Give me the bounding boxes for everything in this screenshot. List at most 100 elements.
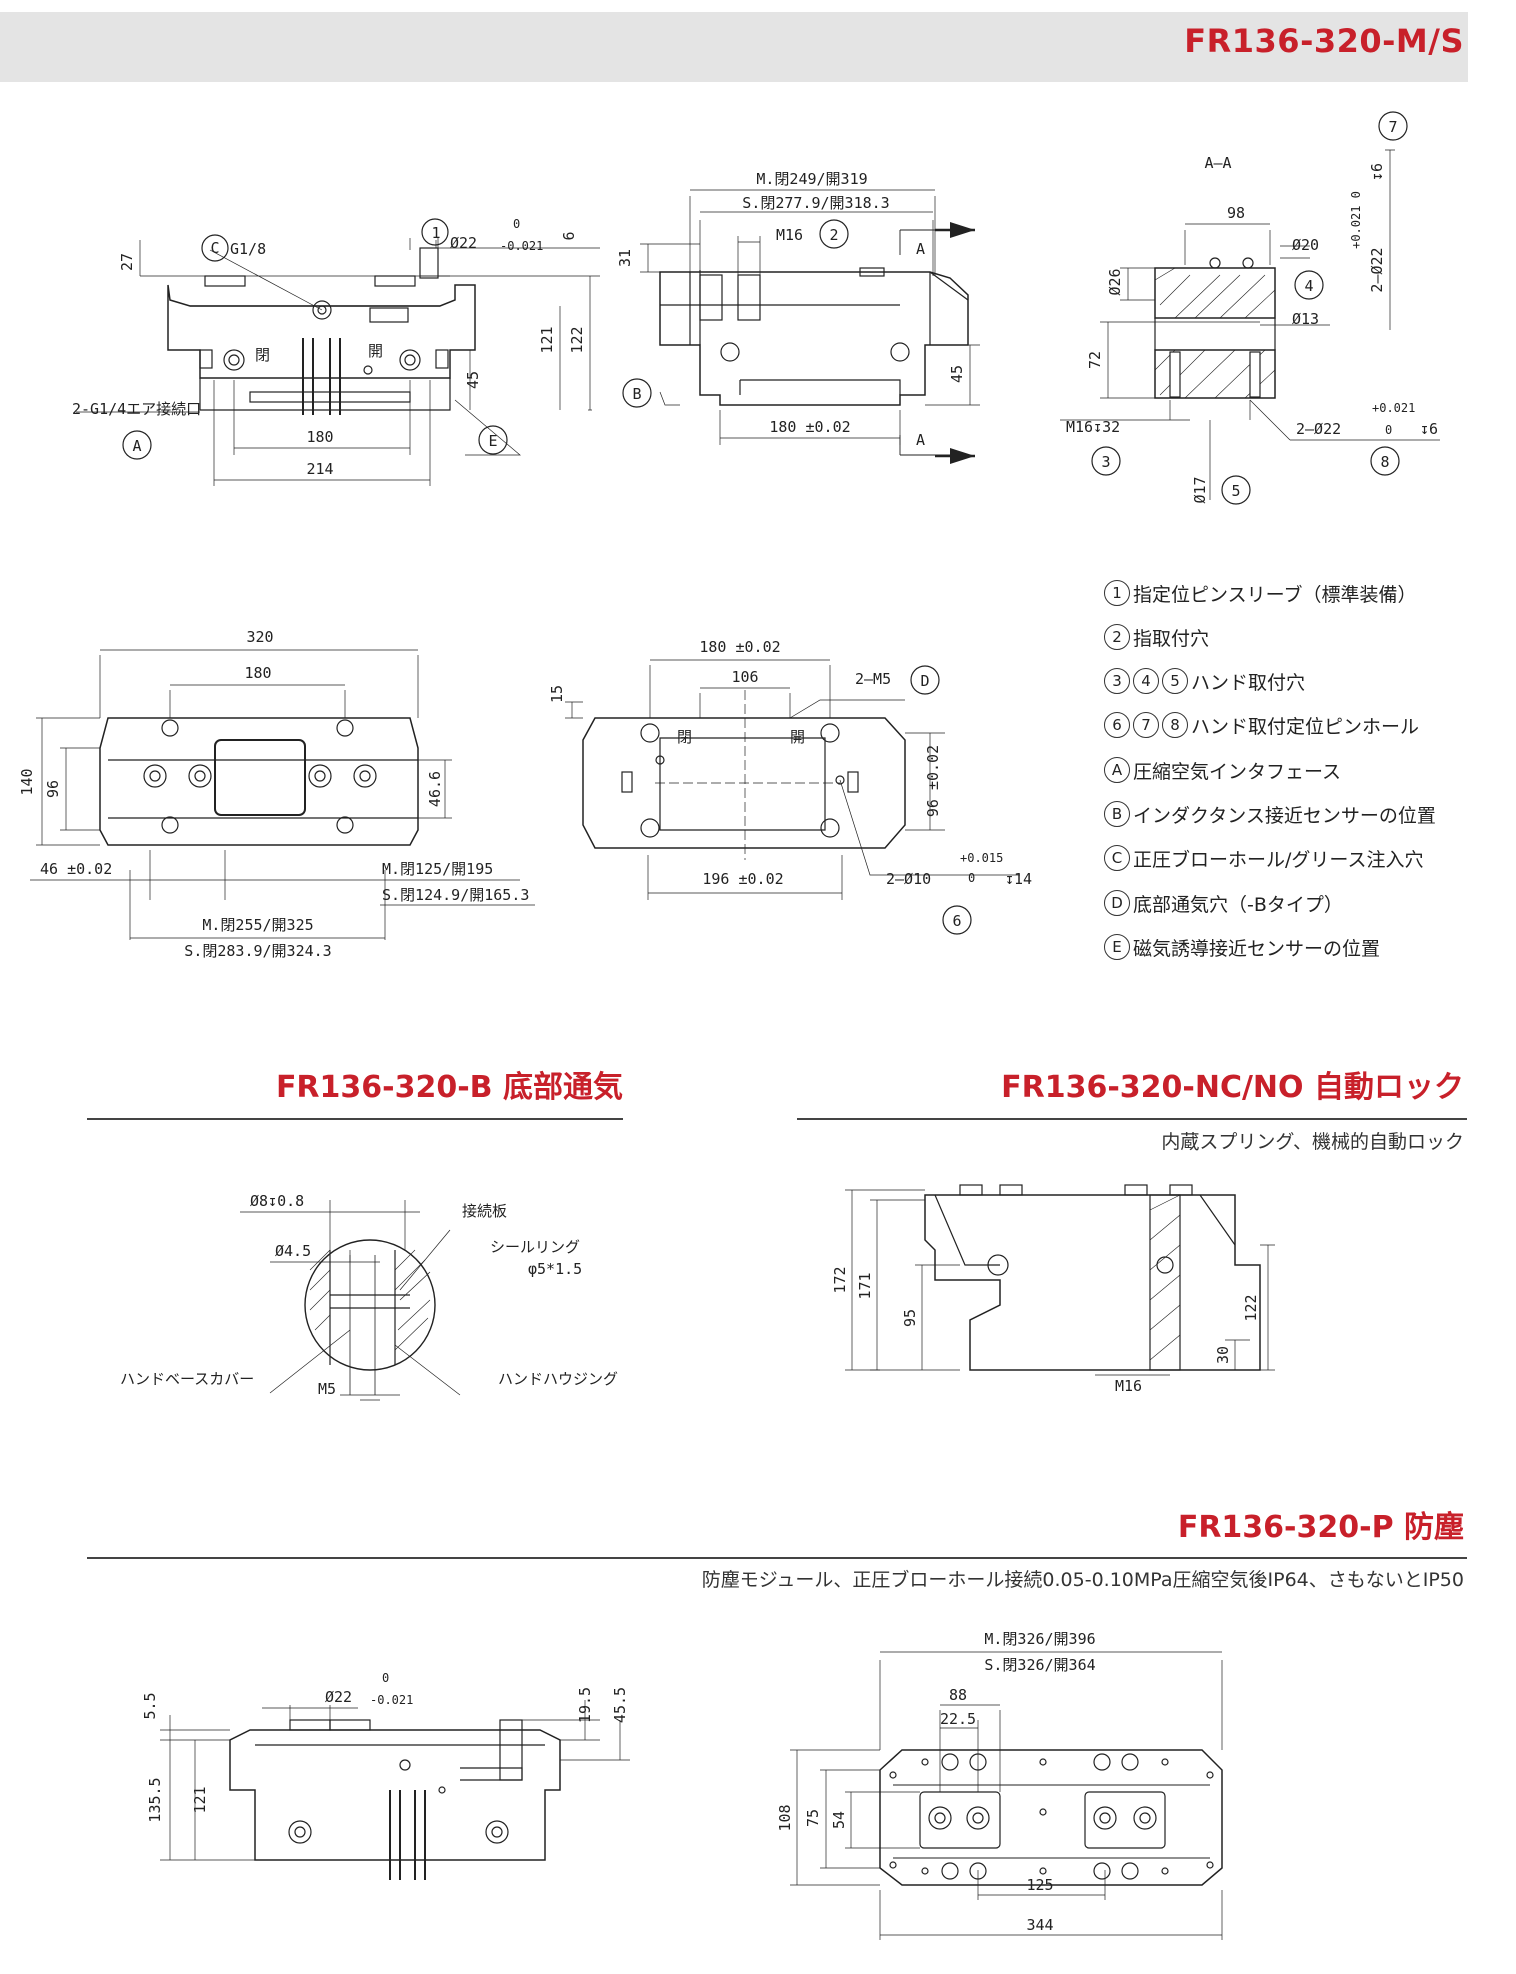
legend-item-4: 6 7 8 ハンド取付定位ピンホール [1104,710,1419,740]
legend-item-1: 1 指定位ピンスリーブ（標準装備） [1104,578,1416,608]
legend-item-9: E 磁気誘導接近センサーの位置 [1104,932,1380,962]
nc-no-view [845,1184,1275,1376]
aa-d20: Ø20 [1292,236,1319,254]
side-31: 31 [616,249,634,267]
nc-95: 95 [901,1309,919,1327]
p-d22: Ø22 [325,1688,352,1706]
svg-text:6: 6 [952,912,961,930]
p-top-view [790,1651,1223,1940]
section-nc-rule [797,1118,1467,1120]
detail-cover: ハンドベースカバー [120,1370,254,1388]
front-air-label: 2-G1/4エア接続口 [72,400,201,418]
legend-text: ハンド取付定位ピンホール [1191,715,1420,738]
legend-text: 指定位ピンスリーブ（標準装備） [1133,583,1417,606]
p-side-view [160,1700,630,1880]
aa-72: 72 [1086,351,1104,369]
svg-text:A: A [916,240,925,258]
bottom-96: 96 ±0.02 [924,745,942,817]
header-bar [0,12,1468,82]
legend-mark: B [1104,801,1130,827]
dim-front-g18: G1/8 [230,240,266,258]
section-aa-title: A—A [1204,154,1231,172]
p-121: 121 [191,1786,209,1813]
svg-text:8: 8 [1380,453,1389,471]
side-45: 45 [948,365,966,383]
bottom-tol-up: +0.015 [960,851,1003,865]
legend-text: 正圧ブローホール/グリース注入穴 [1133,848,1424,871]
p-5-5: 5.5 [141,1692,159,1719]
dim-front-45: 45 [464,371,482,389]
svg-text:E: E [488,432,497,450]
p-tol-up: 0 [382,1671,389,1685]
svg-text:7: 7 [1388,118,1397,136]
bottom-open: 開 [790,728,805,746]
svg-text:A: A [916,431,925,449]
side-m16: M16 [776,226,803,244]
legend-item-2: 2 指取付穴 [1104,622,1209,652]
legend-text: 指取付穴 [1133,627,1210,650]
front-open-label: 開 [368,342,383,360]
legend-text: 圧縮空気インタフェース [1133,760,1342,783]
top-180: 180 [244,664,271,682]
svg-text:2: 2 [829,226,838,244]
aa-d22: 2—Ø22 [1296,420,1341,438]
dim-front-tol-dn: -0.021 [500,239,543,253]
section-p-title: FR136-320-P 防塵 [1177,1510,1464,1545]
p-45-5: 45.5 [611,1687,629,1723]
ptop-108: 108 [776,1804,794,1831]
detail-b [240,1200,461,1401]
side-stroke-s: S.閉277.9/開318.3 [742,194,889,212]
legend-mark: 3 [1104,668,1130,694]
legend-item-6: B インダクタンス接近センサーの位置 [1104,799,1436,829]
legend-mark: 1 [1104,580,1130,606]
section-nc-subtitle: 内蔵スプリング、機械的自動ロック [1161,1131,1464,1153]
aa-98: 98 [1227,204,1245,222]
page-title: FR136-320-M/S [1184,22,1464,60]
ptop-125: 125 [1026,1876,1053,1894]
top-46: 46 ±0.02 [40,860,112,878]
dim-front-122: 122 [568,326,586,353]
legend-mark: E [1104,934,1130,960]
bottom-15: 15 [548,685,566,703]
aa-d17: Ø17 [1191,476,1209,503]
ptop-344: 344 [1026,1916,1053,1934]
dim-front-214: 214 [306,460,333,478]
nc-122: 122 [1242,1294,1260,1321]
legend-text: ハンド取付穴 [1191,671,1306,694]
top-view [30,649,535,940]
aa-tol0: 0 [1385,423,1392,437]
p-tol-dn: -0.021 [370,1693,413,1707]
ptop-stroke-m: M.閉326/開396 [984,1630,1095,1648]
legend-text: インダクタンス接近センサーの位置 [1133,804,1436,827]
legend-item-7: C 正圧ブローホール/グリース注入穴 [1104,843,1423,873]
dim-front-d22: Ø22 [450,234,477,252]
aa-m16: M16↧32 [1066,418,1120,436]
bottom-196: 196 ±0.02 [702,870,783,888]
svg-text:B: B [632,385,641,403]
bottom-close: 閉 [677,728,692,746]
svg-text:C: C [210,239,219,257]
dim-front-6: 6 [560,231,578,240]
nc-172: 172 [831,1266,849,1293]
p-135-5: 135.5 [146,1777,164,1822]
bottom-m5: 2—M5 [855,670,891,688]
section-p-rule [87,1557,1467,1559]
legend-mark: D [1104,890,1130,916]
legend-text: 磁気誘導接近センサーの位置 [1133,937,1381,960]
ptop-54: 54 [830,1811,848,1829]
nc-171: 171 [856,1272,874,1299]
aa-depth6: ↧6 [1420,420,1438,438]
aa-top-22: 2—Ø22 [1368,247,1386,292]
top-stroke-m: M.閉125/開195 [382,860,493,878]
aa-top-depth: ↧6 [1368,163,1386,181]
bottom-106: 106 [731,668,758,686]
legend-mark: 6 [1104,712,1130,738]
top-140: 140 [18,768,36,795]
top-long-s: S.閉283.9/開324.3 [184,942,331,960]
bottom-tol-dn: 0 [968,871,975,885]
dim-front-180: 180 [306,428,333,446]
aa-d13: Ø13 [1292,310,1319,328]
svg-text:D: D [920,672,929,690]
top-320: 320 [246,628,273,646]
